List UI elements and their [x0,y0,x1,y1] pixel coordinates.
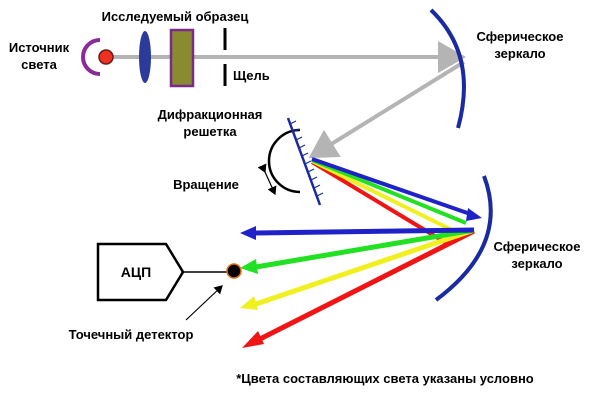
adc-block [96,242,185,302]
focused-beam-green-head [240,259,258,274]
detector-label: Точечный детектор [69,327,194,342]
sample-cuvette [169,28,195,88]
focused-beam-yellow [255,227,475,307]
focused-beam-yellow-head [240,296,258,310]
lamp-icon [98,49,114,65]
spherical-mirror-1 [429,8,466,129]
diffracted-beam-yellow [311,159,459,235]
detector-pointer [185,285,223,321]
collimated-beam [308,60,466,159]
sample-label: Исследуемый образец [102,9,249,24]
diffracted-beam-blue-head [466,208,482,221]
mirror2-label: Сферическое [494,239,581,254]
focused-beam-blue-head [240,226,256,240]
slit-label: Щель [233,68,270,83]
spherical-mirror-2 [434,175,493,302]
focused-beam-red-head [242,331,264,348]
diffracted-beam-blue [311,157,477,218]
focused-beam-green [255,227,475,270]
light-source-label: Источник [9,40,70,55]
mirror2-label-2: зеркало [511,256,562,271]
grating-label-2: решетка [183,124,237,139]
diffracted-beam-green [311,158,467,225]
source-reflector [81,38,101,76]
focused-beam-blue [255,227,475,236]
rotation-label: Вращение [173,177,239,192]
point-detector-icon [226,263,242,279]
mirror1-label-2: зеркало [494,46,545,61]
adc-label: АЦП [121,264,151,280]
rotation-arc [267,128,301,194]
grating-label: Дифракционная [158,107,263,122]
footnote: *Цвета составляющих света указаны условн… [236,371,534,386]
lens-icon [139,31,151,83]
light-source-label-2: света [21,57,57,72]
double-arrow-icon [257,163,277,196]
grating-hatching [289,120,324,197]
mirror1-label: Сферическое [477,29,564,44]
focused-beam-red [256,228,476,343]
